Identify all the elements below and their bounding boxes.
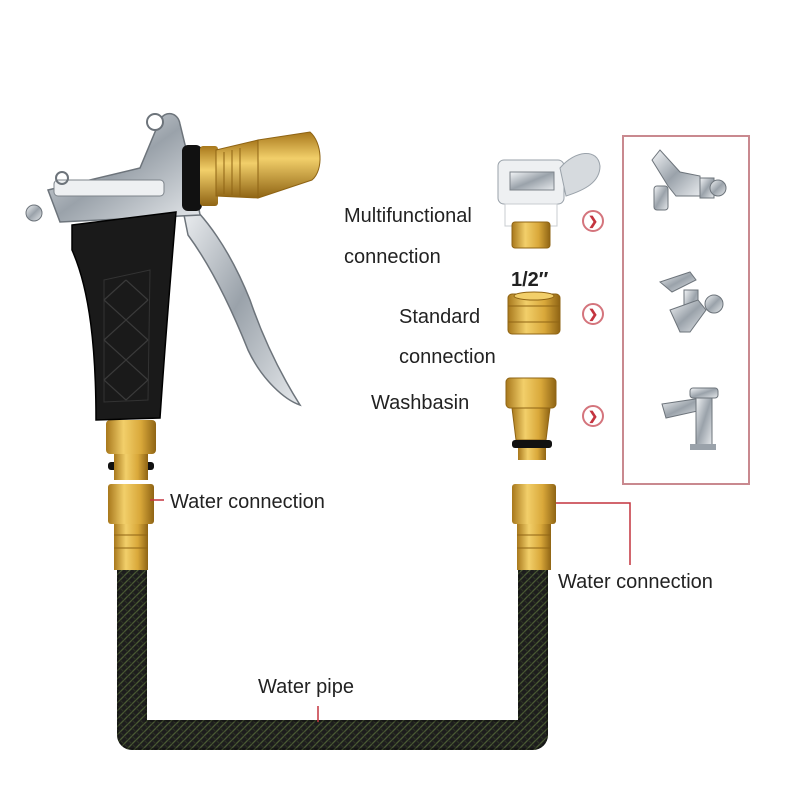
washbasin-label: Washbasin [371, 392, 470, 414]
standard-label-2: connection [399, 346, 496, 368]
leader-lines [150, 499, 631, 722]
chevron-right-icon: ❯ [587, 409, 599, 423]
basin-mixer-icon [661, 387, 719, 450]
right-water-connector [512, 484, 556, 570]
arrow-button-1[interactable]: ❯ [582, 210, 604, 232]
water-connection-left-label: Water connection [170, 491, 325, 513]
water-pipe-hose [117, 570, 548, 750]
left-water-connector [108, 484, 154, 570]
water-connection-right-label: Water connection [558, 571, 713, 593]
size-label: 1/2″ [511, 269, 549, 291]
faucet-frame [622, 135, 750, 485]
spray-gun [25, 112, 321, 421]
water-pipe-label: Water pipe [258, 676, 354, 698]
gun-quick-connector [106, 420, 156, 480]
wall-tap-icon [651, 149, 727, 211]
standard-connector [507, 291, 561, 335]
chevron-right-icon: ❯ [587, 307, 599, 321]
multifunctional-label-2: connection [344, 246, 441, 268]
multifunctional-connector [497, 153, 601, 249]
chevron-right-icon: ❯ [587, 214, 599, 228]
arrow-button-2[interactable]: ❯ [582, 303, 604, 325]
multifunctional-label: Multifunctional [344, 205, 472, 227]
arrow-button-3[interactable]: ❯ [582, 405, 604, 427]
standard-label: Standard [399, 306, 481, 328]
garden-tap-icon [658, 271, 724, 333]
washbasin-connector [505, 377, 557, 460]
